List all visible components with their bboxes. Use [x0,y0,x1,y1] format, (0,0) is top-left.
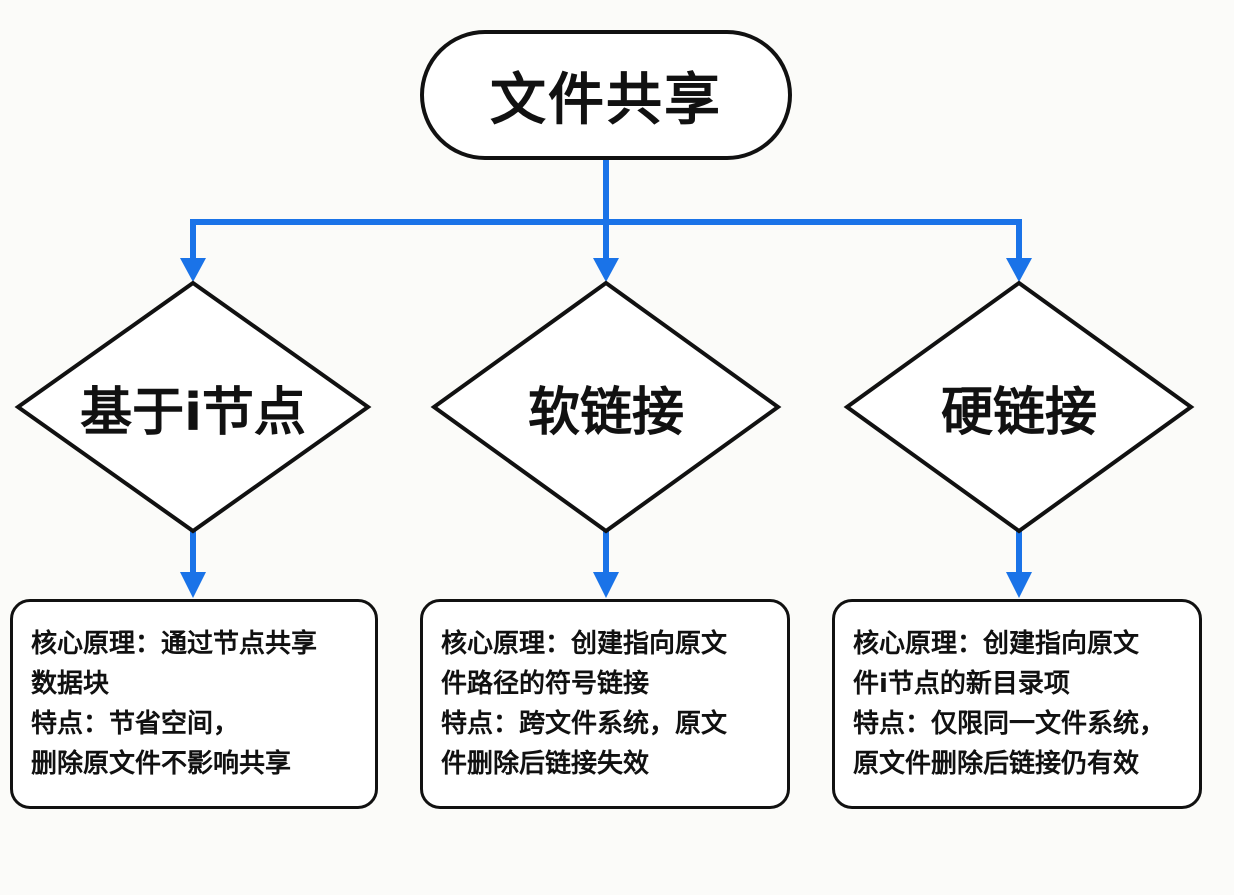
arrowhead-left-top [180,258,206,282]
info-line: 删除原文件不影响共享 [31,749,292,779]
info-line: 件i节点的新目录项 [853,669,1070,699]
info-box-soft-link: 核心原理：创建指向原文 件路径的符号链接 特点：跨文件系统，原文 件删除后链接失… [420,599,790,809]
arrowhead-left-bottom [180,572,206,598]
arrowhead-right-top [1006,258,1032,282]
root-node-file-sharing: 文件共享 [420,30,792,160]
branch-label-soft-link: 软链接 [527,382,684,443]
branch-label-hard-link: 硬链接 [940,382,1097,443]
arrowhead-center-bottom [593,572,619,598]
info-line: 数据块 [31,669,110,699]
diamond-left [14,280,372,534]
info-line: 件路径的符号链接 [441,669,650,699]
info-line: 件删除后链接失效 [441,749,650,779]
info-line: 特点：节省空间， [31,709,240,739]
info-line: 核心原理：创建指向原文 [441,629,728,659]
info-box-inode: 核心原理：通过节点共享 数据块 特点：节省空间， 删除原文件不影响共享 [10,599,378,809]
diamond-center [430,280,782,534]
diamond-right [843,280,1195,534]
info-box-hard-link: 核心原理：创建指向原文 件i节点的新目录项 特点：仅限同一文件系统， 原文件删除… [832,599,1202,809]
info-line: 核心原理：通过节点共享 [31,629,318,659]
info-line: 核心原理：创建指向原文 [853,629,1140,659]
info-line: 特点：仅限同一文件系统， [853,709,1166,739]
info-line: 原文件删除后链接仍有效 [853,749,1140,779]
arrowhead-center-top [593,258,619,282]
branch-label-inode: 基于i节点 [80,382,306,443]
info-line: 特点：跨文件系统，原文 [441,709,728,739]
arrowhead-right-bottom [1006,572,1032,598]
